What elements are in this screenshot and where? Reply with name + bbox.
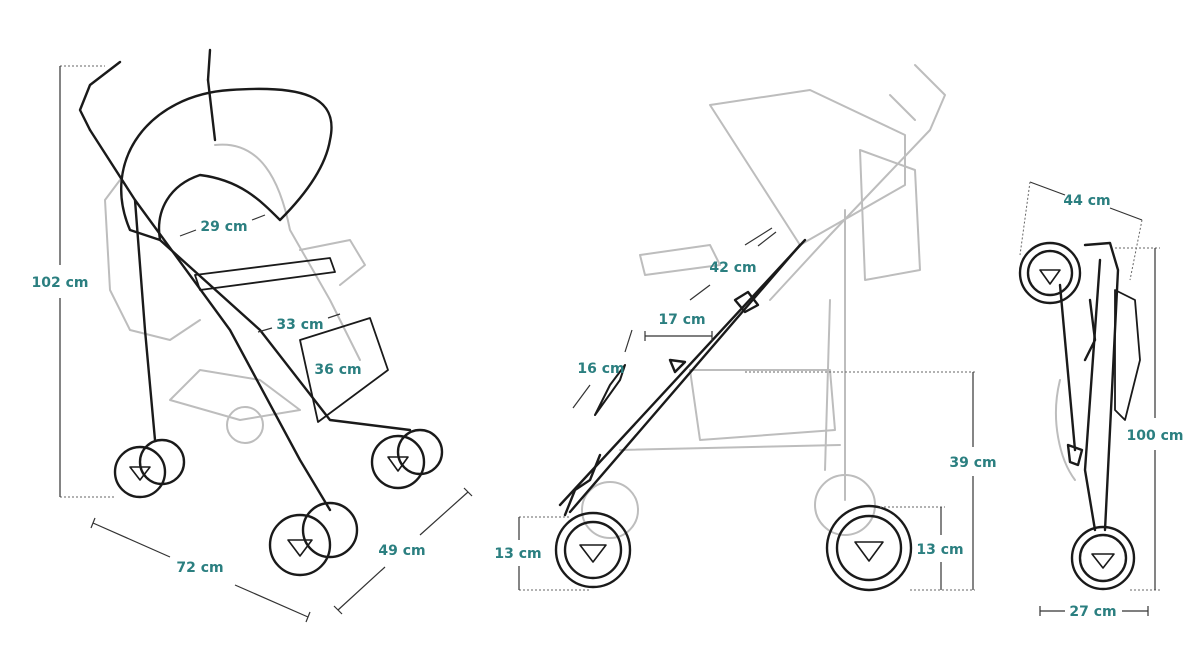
label-footrest-length: 16 cm [577, 361, 624, 377]
dim-folded-width: 27 cm [1039, 604, 1149, 620]
dim-front-wheel: 13 cm [494, 516, 590, 591]
wheel-folded-bottom [1070, 525, 1136, 591]
front-view-stroller [78, 48, 444, 577]
label-seat-width: 33 cm [276, 317, 323, 333]
label-length: 72 cm [176, 560, 223, 576]
dim-rear-wheel: 13 cm [880, 506, 964, 590]
folded-stroller [1018, 241, 1141, 591]
dim-folded-height: 100 cm [1115, 247, 1184, 591]
label-rear-wheel: 13 cm [916, 542, 963, 558]
wheel-folded-top [1018, 241, 1082, 305]
label-width: 49 cm [378, 543, 425, 559]
dim-backrest-width: 29 cm [179, 214, 266, 237]
label-seat-height: 39 cm [949, 455, 996, 471]
dim-front-length: 72 cm [90, 517, 311, 623]
dim-seat-width: 33 cm [257, 313, 341, 333]
label-footrest-width: 36 cm [314, 362, 361, 378]
dim-backrest-length: 42 cm [689, 227, 777, 301]
dim-seat-depth: 17 cm [644, 312, 713, 341]
label-height: 102 cm [32, 275, 89, 291]
label-backrest-width: 29 cm [200, 219, 247, 235]
label-folded-width: 27 cm [1069, 604, 1116, 620]
label-backrest-length: 42 cm [709, 260, 756, 276]
label-folded-depth: 44 cm [1063, 193, 1110, 209]
wheel-front-right [268, 501, 359, 577]
wheel-rear-right [370, 428, 444, 490]
side-view-stroller [554, 64, 946, 592]
dim-folded-depth: 44 cm [1019, 181, 1143, 281]
wheel-front-side [554, 511, 632, 589]
dim-footrest-length: 16 cm [572, 329, 633, 409]
wheel-front-left [113, 438, 186, 499]
dim-front-width: 49 cm [333, 487, 473, 615]
wheel-rear-side [825, 504, 913, 592]
label-front-wheel: 13 cm [494, 546, 541, 562]
dim-seat-height: 39 cm [745, 371, 997, 591]
dim-front-height: 102 cm [32, 65, 115, 498]
label-seat-depth: 17 cm [658, 312, 705, 328]
label-folded-height: 100 cm [1127, 428, 1184, 444]
